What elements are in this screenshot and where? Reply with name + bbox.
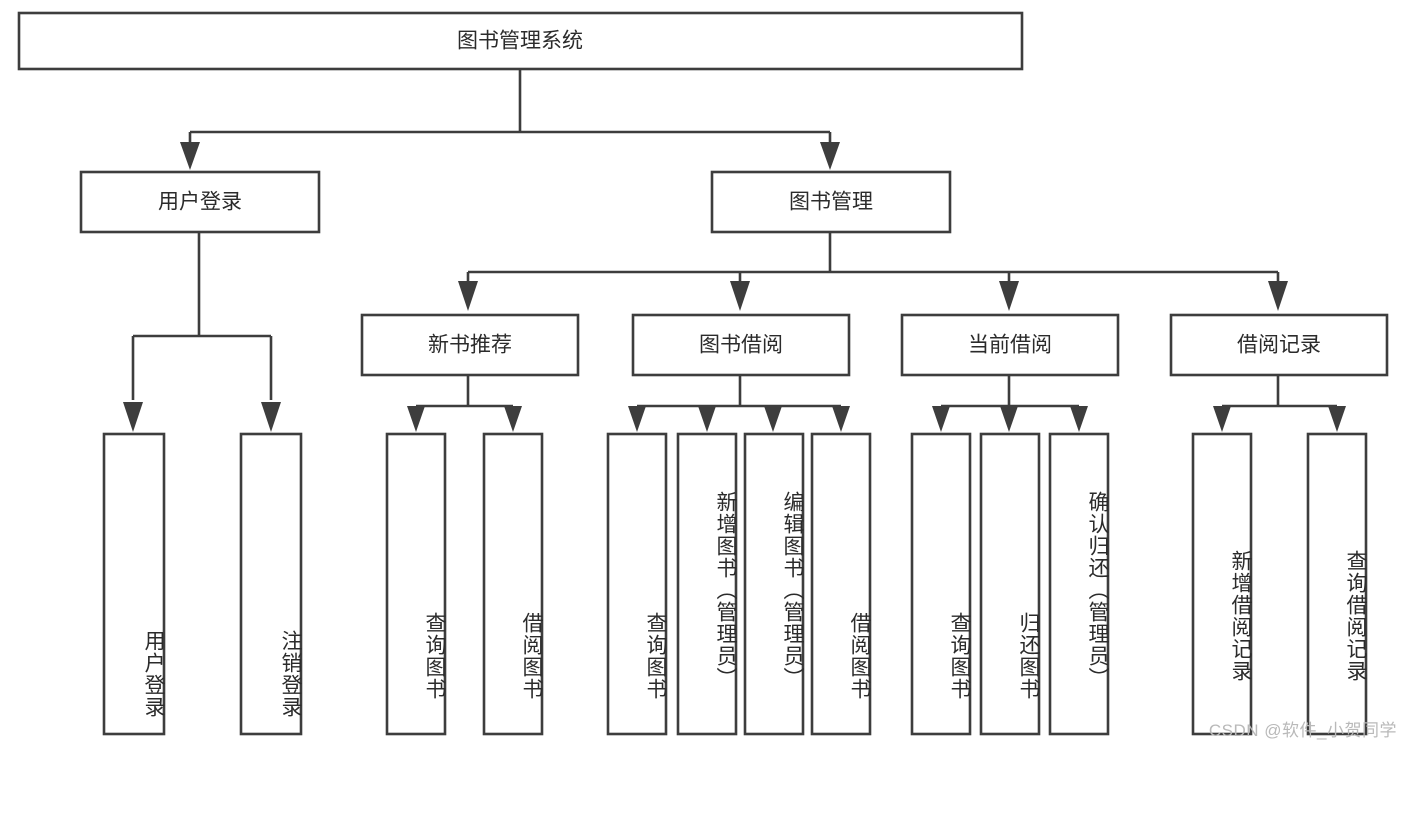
arrowhead-leaf-add-record xyxy=(1213,406,1231,432)
node-current-borrow-label: 当前借阅 xyxy=(968,334,1052,357)
diagram-svg: 图书管理系统 用户登录 图书管理 新书推荐 图书借阅 当前借阅 借阅记录 xyxy=(17,11,1389,736)
arrowhead-leaf-query-record xyxy=(1328,406,1346,432)
node-leaf-confirm-return[interactable] xyxy=(1048,432,1110,736)
node-leaf-edit-book[interactable] xyxy=(743,432,805,736)
node-user-login-label: 用户登录 xyxy=(158,191,242,214)
node-leaf-borrow-book-2[interactable] xyxy=(810,432,872,736)
node-current-borrow[interactable] xyxy=(900,313,1120,377)
csdn-watermark: CSDN @软件_小贺同学 xyxy=(1208,721,1397,740)
node-borrow-record-label: 借阅记录 xyxy=(1237,334,1321,357)
node-leaf-logout[interactable] xyxy=(239,432,303,736)
node-leaf-query-record[interactable] xyxy=(1306,432,1368,736)
arrowhead-leaf-logout xyxy=(261,402,281,432)
node-book-manage[interactable] xyxy=(710,170,952,234)
node-book-borrow[interactable] xyxy=(631,313,851,377)
node-new-book-rec-label: 新书推荐 xyxy=(428,334,512,357)
arrowhead-leaf-return-book xyxy=(1000,406,1018,432)
node-leaf-query-book-3[interactable] xyxy=(910,432,972,736)
node-layer: 图书管理系统 用户登录 图书管理 新书推荐 图书借阅 当前借阅 借阅记录 xyxy=(17,11,1389,736)
arrowhead-leaf-query-book-3 xyxy=(932,406,950,432)
arrowhead-borrow-record xyxy=(1268,281,1288,311)
arrowhead-leaf-borrow-book-2 xyxy=(832,406,850,432)
arrowhead-leaf-borrow-book-1 xyxy=(504,406,522,432)
arrowhead-leaf-query-book-1 xyxy=(407,406,425,432)
arrowhead-user-login xyxy=(180,142,200,170)
node-new-book-rec[interactable] xyxy=(360,313,580,377)
arrowhead-leaf-query-book-2 xyxy=(628,406,646,432)
node-leaf-add-record[interactable] xyxy=(1191,432,1253,736)
node-root[interactable] xyxy=(17,11,1024,71)
node-borrow-record[interactable] xyxy=(1169,313,1389,377)
arrowhead-leaf-user-login xyxy=(123,402,143,432)
node-leaf-query-book-1[interactable] xyxy=(385,432,447,736)
node-user-login[interactable] xyxy=(79,170,321,234)
connector-layer xyxy=(123,69,1346,432)
arrowhead-new-book-rec xyxy=(458,281,478,311)
node-book-manage-label: 图书管理 xyxy=(789,191,873,214)
node-leaf-return-book[interactable] xyxy=(979,432,1041,736)
node-leaf-borrow-book-1[interactable] xyxy=(482,432,544,736)
arrowhead-book-manage xyxy=(820,142,840,170)
node-leaf-user-login[interactable] xyxy=(102,432,166,736)
node-root-label: 图书管理系统 xyxy=(457,30,583,53)
arrowhead-book-borrow xyxy=(730,281,750,311)
node-leaf-query-book-2[interactable] xyxy=(606,432,668,736)
arrowhead-leaf-confirm-return xyxy=(1070,406,1088,432)
node-leaf-add-book[interactable] xyxy=(676,432,738,736)
arrowhead-leaf-add-book xyxy=(698,406,716,432)
node-book-borrow-label: 图书借阅 xyxy=(699,334,783,357)
arrowhead-leaf-edit-book xyxy=(764,406,782,432)
arrowhead-current-borrow xyxy=(999,281,1019,311)
diagram-canvas: 图书管理系统 用户登录 图书管理 新书推荐 图书借阅 当前借阅 借阅记录 xyxy=(17,11,1397,740)
